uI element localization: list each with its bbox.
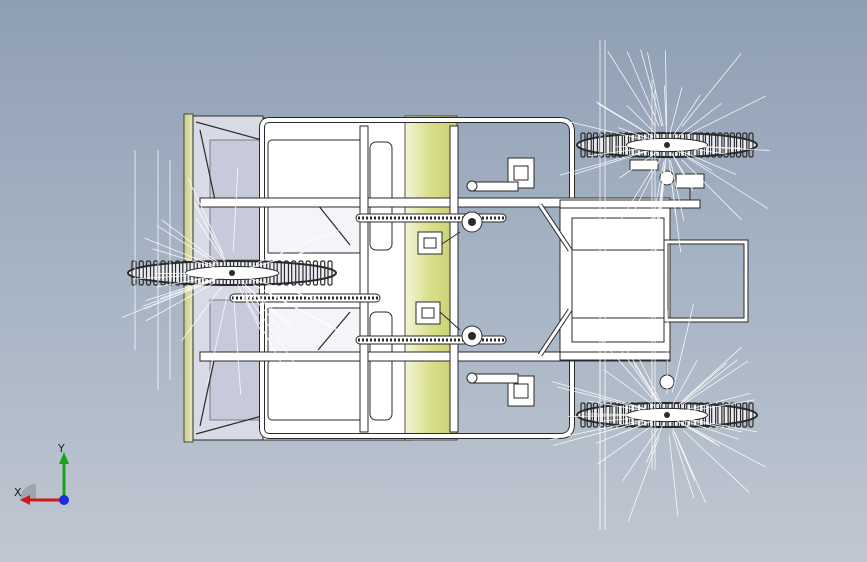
axis-y-label: Y xyxy=(57,442,65,455)
crank-lower xyxy=(466,372,535,407)
rear-wheel xyxy=(127,260,337,286)
pedal-bracket-upper xyxy=(417,231,461,255)
pedal-bracket-lower xyxy=(415,301,461,331)
axis-x-label: X xyxy=(14,486,22,499)
crank-upper xyxy=(466,157,535,192)
chain-lower xyxy=(355,325,507,347)
rear-axle-chain xyxy=(229,293,381,303)
coordinate-triad-icon xyxy=(20,452,69,505)
chain-upper xyxy=(355,211,507,233)
seat-left xyxy=(267,139,393,254)
sketch-lines xyxy=(121,40,770,530)
